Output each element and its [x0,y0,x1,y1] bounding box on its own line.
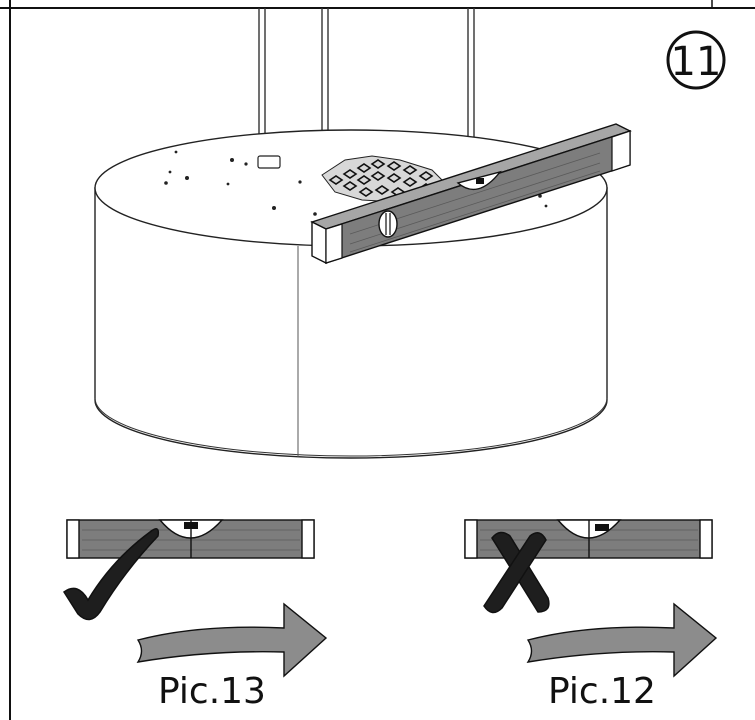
check-mark-icon [62,528,160,621]
panel-incorrect: Pic.12 [464,519,718,712]
level-gauge-correct [66,519,315,559]
direction-arrow-icon [526,602,718,678]
step-number-badge: 11 [666,30,726,90]
x-mark-icon [483,531,550,614]
spirit-level-tool [310,123,632,265]
direction-arrow-icon [136,602,328,678]
top-plate-details [164,150,548,216]
pic-label-12: Pic.12 [548,671,656,712]
step-number: 11 [671,39,722,85]
pic-label-13: Pic.13 [158,671,266,712]
cylinder-hood [94,129,608,459]
panel-correct: Pic.13 [62,519,328,712]
